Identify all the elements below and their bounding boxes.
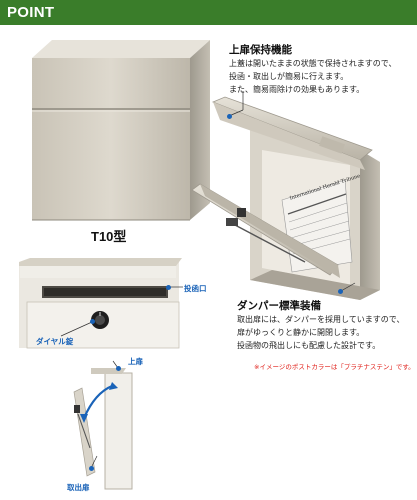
doors-diagram [73,360,133,490]
callout-dot-upper [227,114,232,119]
header-title: POINT [7,4,55,21]
feature-2-line-3: 投函物の飛出しにも配慮した設計です。 [237,341,381,350]
open-mailbox [191,96,380,300]
feature-1-line-1: 上蓋は開いたままの状態で保持されますので、 [229,59,397,68]
feature-1-text: 上蓋は開いたままの状態で保持されますので、 投函・取出しが簡易に行えます。 また… [229,57,396,96]
color-note: ※イメージのポストカラーは「プラチナステン」です。 [254,363,415,371]
callout-dot-upper-door [116,366,121,371]
header-bar: POINT [0,0,417,25]
slot-detail [19,258,183,349]
dial-lock-label: ダイヤル錠 [36,337,74,346]
callout-dot-slot [166,285,171,290]
upper-door-label: 上扉 [128,357,143,366]
feature-2-text: 取出扉には、ダンパーを採用していますので、 扉がゆっくりと静かに開閉します。 投… [237,313,404,352]
slot-label: 投函口 [184,284,207,293]
callout-dot-takeout [89,466,94,471]
feature-2-title: ダンパー標準装備 [237,300,321,312]
feature-2-line-1: 取出扉には、ダンパーを採用していますので、 [237,315,405,324]
feature-1-line-3: また、簡易雨除けの効果もあります。 [229,85,365,94]
callout-dot-damper [338,289,343,294]
feature-1-line-2: 投函・取出しが簡易に行えます。 [229,72,349,81]
model-label: T10型 [91,229,127,244]
closed-mailbox [32,40,210,221]
callout-dot-dial [90,319,95,324]
takeout-door-label: 取出扉 [67,483,90,492]
feature-2-line-2: 扉がゆっくりと静かに開閉します。 [237,328,365,337]
feature-1-title: 上扉保持機能 [229,44,292,56]
